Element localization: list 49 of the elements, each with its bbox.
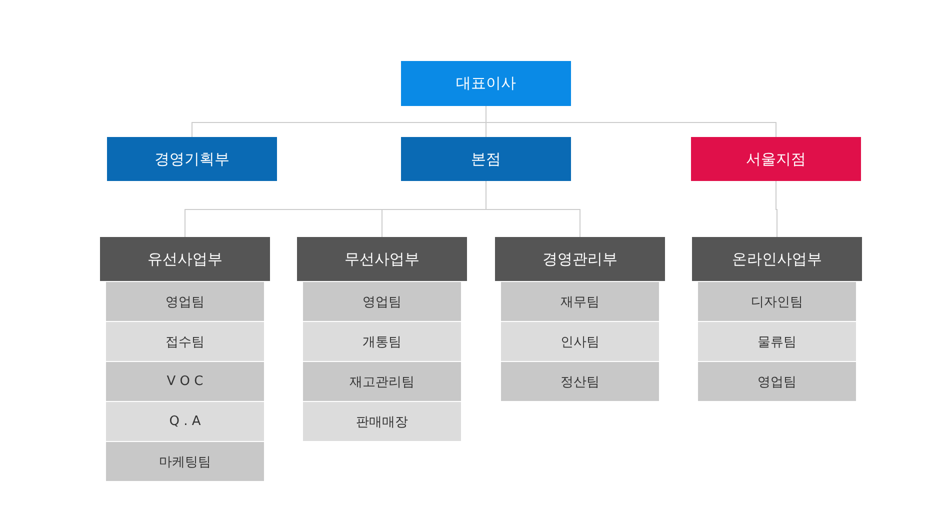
team-box (106, 402, 264, 441)
division-box (691, 137, 861, 181)
department-box (100, 237, 270, 281)
node-label: 판매매장 (356, 414, 408, 430)
connector-line (486, 106, 776, 138)
node-label: 무선사업부 (344, 250, 420, 268)
node-label: 인사팀 (560, 334, 600, 350)
node-label: 본점 (471, 150, 501, 168)
connector-line (776, 180, 778, 238)
node-label: 영업팀 (362, 294, 402, 310)
team-box (106, 282, 264, 321)
node-label: 영업팀 (758, 374, 796, 390)
team-box (303, 402, 461, 441)
node-label: 유선사업부 (148, 250, 222, 268)
node-label: 대표이사 (456, 74, 516, 93)
exec-box (401, 61, 571, 106)
node-label: 온라인사업부 (732, 250, 822, 268)
node-label: 서울지점 (746, 150, 806, 168)
node-label: 경영관리부 (542, 250, 618, 268)
team-box (501, 362, 659, 401)
division-box (107, 137, 277, 181)
department-box (297, 237, 467, 281)
node-label: 영업팀 (166, 294, 204, 310)
department-box (692, 237, 862, 281)
team-box (106, 322, 264, 361)
node-label: 정산팀 (560, 374, 600, 390)
division-box (401, 137, 571, 181)
team-box (698, 282, 856, 321)
node-label: 재고관리팀 (350, 374, 414, 390)
node-label: 디자인팀 (751, 294, 803, 310)
team-box (501, 282, 659, 321)
node-label: 물류팀 (758, 334, 796, 350)
team-box (698, 362, 856, 401)
team-box (698, 322, 856, 361)
team-box (501, 322, 659, 361)
node-label: V O C (166, 374, 204, 389)
department-box (495, 237, 665, 281)
node-label: 접수팀 (166, 334, 204, 350)
team-box (303, 362, 461, 401)
team-box (106, 362, 264, 401)
node-label: 마케팅팀 (159, 454, 211, 470)
team-box (303, 282, 461, 321)
node-label: Q . A (169, 414, 201, 429)
node-label: 경영기획부 (154, 150, 230, 168)
node-label: 재무팀 (560, 294, 600, 310)
team-box (303, 322, 461, 361)
node-label: 개통팀 (362, 334, 402, 350)
connector-line (486, 180, 580, 238)
team-box (106, 442, 264, 481)
